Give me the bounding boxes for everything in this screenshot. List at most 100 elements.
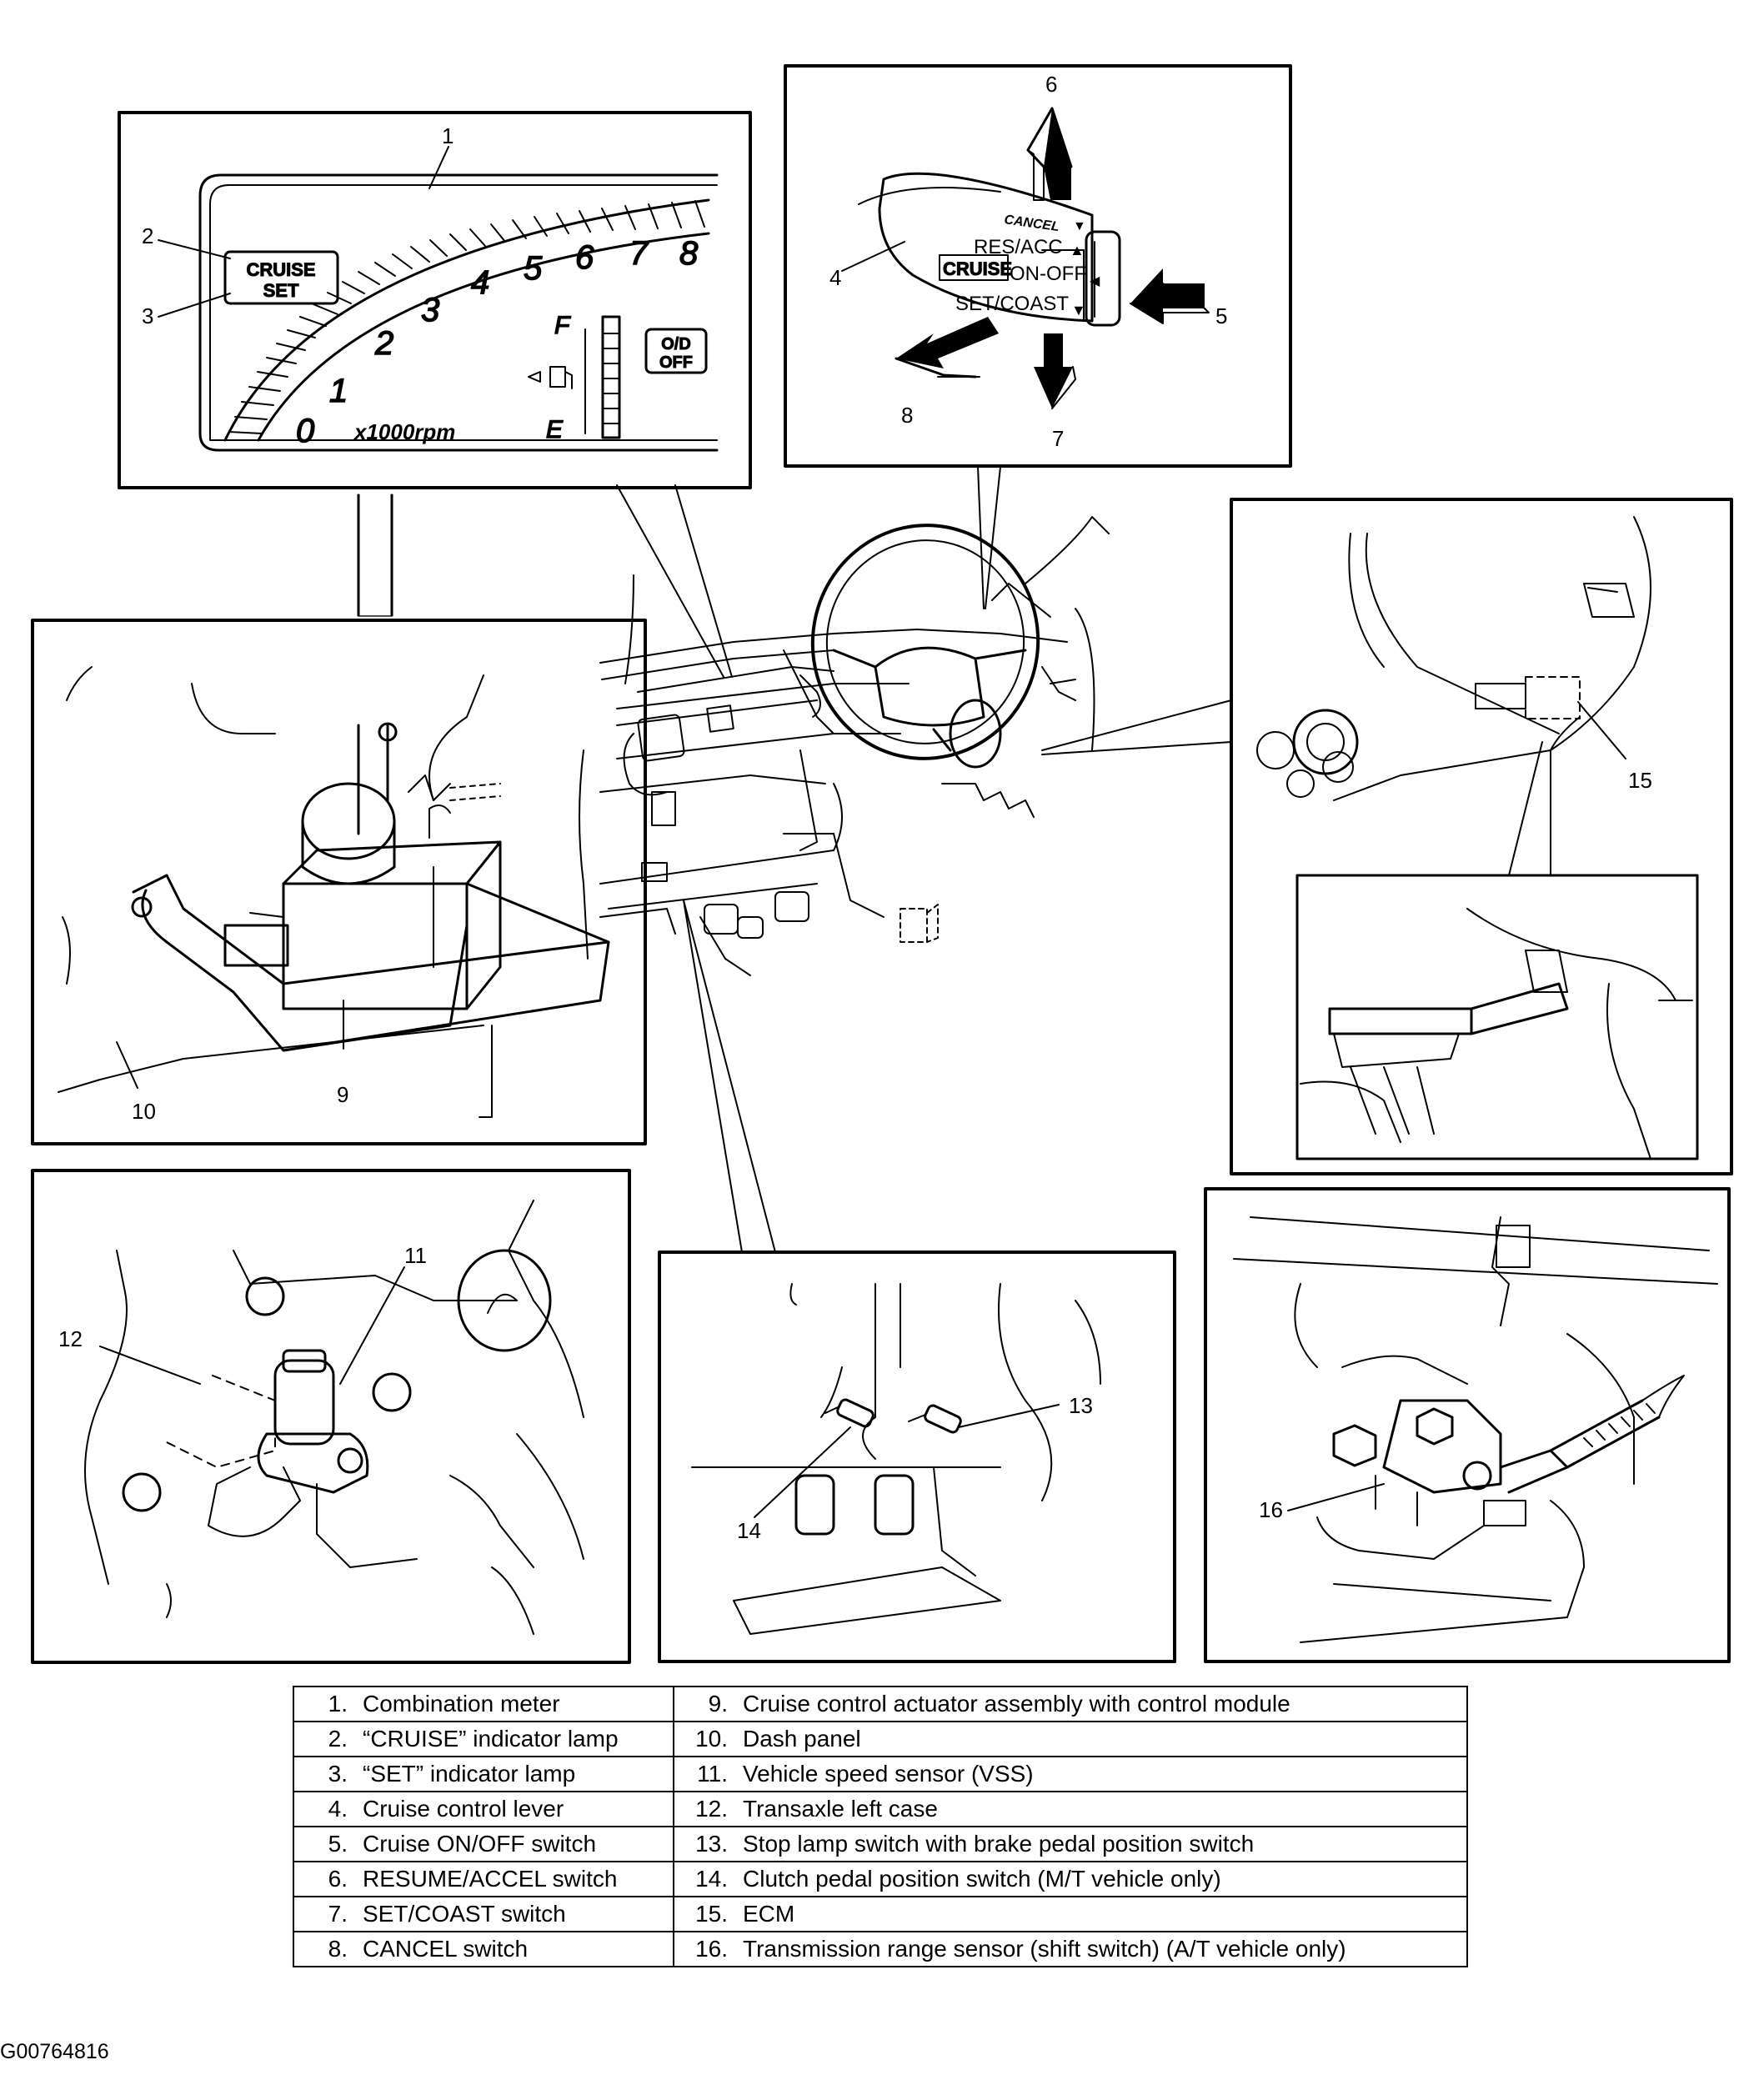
- cruise-indicator-text: CRUISE: [246, 259, 315, 280]
- legend-cell-left: 8.CANCEL switch: [293, 1931, 674, 1967]
- legend-cell-right: 10.Dash panel: [673, 1721, 1468, 1757]
- arrow-5-onoff: [1130, 268, 1205, 323]
- actuator-motor: [301, 782, 396, 860]
- rpm-digit-7: 7: [629, 235, 649, 272]
- legend-number: 3.: [328, 1761, 348, 1787]
- tach-bar-outer: [223, 198, 710, 442]
- legend-label: Stop lamp switch with brake pedal positi…: [743, 1831, 1255, 1857]
- stop-lamp-switch: [924, 1404, 962, 1434]
- arrow-8-cancel: [896, 317, 999, 368]
- legend-cell-left: 7.SET/COAST switch: [293, 1896, 674, 1932]
- legend-cell-left: 4.Cruise control lever: [293, 1791, 674, 1827]
- legend-label: “CRUISE” indicator lamp: [363, 1726, 619, 1752]
- legend-cell-left: 5. Cruise ON/OFF switch: [293, 1826, 674, 1862]
- callout-5: 5: [1215, 303, 1227, 328]
- legend-row: 5. Cruise ON/OFF switch 13. Stop lamp switc…: [293, 1826, 1468, 1862]
- parts-legend-table: 1. Combination meter 9.Cruise control actu…: [293, 1686, 1468, 1967]
- legend-cell-right: 12. Transaxle left case: [673, 1791, 1468, 1827]
- vss-sensor-base: [257, 1432, 369, 1494]
- lever-cruise-frame: [939, 254, 1009, 281]
- legend-label: Cruise ON/OFF switch: [363, 1831, 597, 1857]
- cruise-set-indicator-box: [223, 250, 339, 305]
- legend-number: 2.: [328, 1726, 348, 1752]
- callout-2: 2: [142, 223, 153, 248]
- lever-set-coast-arrow: ▼: [1071, 302, 1086, 318]
- fuel-pump-icon: [528, 366, 573, 389]
- lever-body: [878, 172, 1094, 323]
- callout-16: 16: [1259, 1497, 1283, 1522]
- legend-cell-right: 11.Vehicle speed sensor (VSS): [673, 1756, 1468, 1792]
- meter-bezel: [198, 173, 719, 452]
- rpm-digit-5: 5: [524, 250, 543, 287]
- trs-panel: [1204, 1187, 1731, 1663]
- legend-cell-right: 14.Clutch pedal position switch (M/T veh…: [673, 1861, 1468, 1897]
- legend-cell-left: 1. Combination meter: [293, 1686, 674, 1722]
- legend-cell-right: 16.Transmission range sensor (shift swit…: [673, 1931, 1468, 1967]
- callout-14: 14: [737, 1518, 761, 1543]
- lever-knob[interactable]: [1085, 230, 1121, 327]
- vss-panel: [31, 1169, 631, 1664]
- legend-cell-left: 2. “CRUISE” indicator lamp: [293, 1721, 674, 1757]
- legend-cell-left: 6. RESUME/ACCEL switch: [293, 1861, 674, 1897]
- legend-number: 16.: [695, 1936, 728, 1962]
- callout-numbers: 1 2 3 4 5 6 7 8 9 10 11 12 13 14 15 16: [58, 72, 1652, 1543]
- legend-row: 4.Cruise control lever 12. Transaxle left …: [293, 1791, 1468, 1827]
- figure-code: G00764816: [0, 2040, 109, 2063]
- trs-cable: [1549, 1399, 1661, 1469]
- legend-label: Cruise control actuator assembly with co…: [743, 1691, 1290, 1717]
- legend-label: ECM: [743, 1901, 795, 1927]
- meter-panel: [118, 111, 752, 489]
- legend-cell-right: 9.Cruise control actuator assembly with …: [673, 1686, 1468, 1722]
- legend-number: 15.: [695, 1901, 728, 1927]
- od-text-1: O/D: [661, 335, 691, 353]
- legend-number: 5.: [328, 1831, 348, 1857]
- lever-res-acc-arrow: ▲: [1070, 242, 1085, 258]
- legend-number: 13.: [695, 1831, 728, 1857]
- lever-on-off: ON-OFF: [1010, 263, 1086, 285]
- legend-label: RESUME/ACCEL switch: [363, 1866, 618, 1892]
- ecm-dashed-outline: [1525, 676, 1581, 719]
- rpm-digit-4: 4: [471, 264, 489, 301]
- lever-set-coast: SET/COAST: [955, 293, 1069, 315]
- rpm-digit-1: 1: [329, 373, 348, 409]
- legend-row: 1. Combination meter 9.Cruise control actu…: [293, 1686, 1468, 1722]
- lever-text: CANCEL ▼ RES/ACC ▲ CRUISE ON-OFF ◀ SET/C…: [943, 213, 1101, 318]
- legend-number: 1.: [328, 1691, 348, 1717]
- rpm-digit-8: 8: [679, 235, 699, 272]
- legend-number: 7.: [328, 1901, 348, 1927]
- rpm-digit-2: 2: [374, 325, 393, 362]
- pedal-panel: [658, 1250, 1176, 1663]
- callout-8: 8: [901, 403, 913, 428]
- legend-label: Cruise control lever: [363, 1796, 564, 1822]
- legend-number: 12.: [695, 1796, 728, 1822]
- trs-lever: [1382, 1399, 1502, 1494]
- legend-cell-left: 3.“SET” indicator lamp: [293, 1756, 674, 1792]
- legend-row: 2. “CRUISE” indicator lamp 10.Dash panel: [293, 1721, 1468, 1757]
- arrow-6-resume: [1044, 108, 1071, 200]
- ecm-module: [1328, 1007, 1473, 1035]
- legend-label: Transaxle left case: [743, 1796, 938, 1822]
- rpm-digit-3: 3: [421, 292, 439, 328]
- vss-sensor: [273, 1359, 335, 1446]
- rpm-digit-6: 6: [575, 239, 594, 276]
- actuator-bracket: [132, 874, 610, 985]
- set-indicator-text: SET: [263, 280, 299, 301]
- legend-cell-right: 13. Stop lamp switch with brake pedal pos…: [673, 1826, 1468, 1862]
- legend-number: 8.: [328, 1936, 348, 1962]
- callout-9: 9: [337, 1082, 348, 1107]
- legend-number: 6.: [328, 1866, 348, 1892]
- ecm-panel: [1230, 498, 1733, 1175]
- legend-number: 10.: [695, 1726, 728, 1752]
- legend-label: Combination meter: [363, 1691, 560, 1717]
- dashboard-top: [599, 629, 1068, 664]
- clutch-switch: [836, 1398, 874, 1428]
- lever-cancel-arrow: ▼: [1073, 219, 1086, 233]
- callout-1: 1: [442, 123, 454, 148]
- od-off-indicator-box: [644, 328, 708, 374]
- tach-bar-inner: [257, 232, 710, 442]
- lever-cancel: CANCEL: [1003, 213, 1060, 234]
- ecm-detail-inset: [1295, 874, 1699, 1160]
- legend-number: 11.: [697, 1761, 728, 1787]
